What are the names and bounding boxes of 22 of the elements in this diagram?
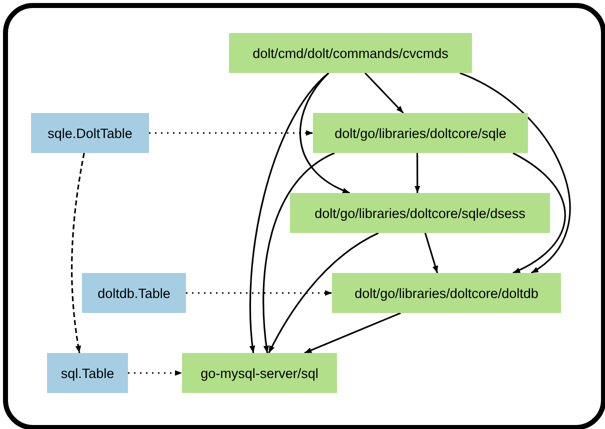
arrow [304, 312, 401, 354]
arrow [71, 152, 85, 354]
arrow [424, 232, 438, 274]
package-box: go-mysql-server/sql [182, 353, 337, 393]
type-box: sql.Table [47, 353, 128, 393]
arrow [186, 290, 332, 296]
arrow [460, 72, 571, 274]
arrow [128, 370, 182, 376]
arrow [414, 153, 420, 193]
arrow [262, 152, 335, 354]
arrow [249, 72, 330, 354]
type-box: doltdb.Table [82, 273, 186, 313]
arrow [300, 72, 350, 194]
arrow [149, 130, 313, 136]
type-box: sqle.DoltTable [31, 113, 149, 153]
arrow [364, 72, 404, 114]
package-box: dolt/go/libraries/doltcore/sqle/dsess [290, 193, 550, 233]
package-box: dolt/go/libraries/doltcore/sqle [313, 113, 528, 153]
arrow [268, 232, 379, 354]
package-box: dolt/go/libraries/doltcore/doltdb [332, 273, 561, 313]
arrow [512, 152, 566, 274]
package-box: dolt/cmd/dolt/commands/cvcmds [229, 33, 472, 73]
